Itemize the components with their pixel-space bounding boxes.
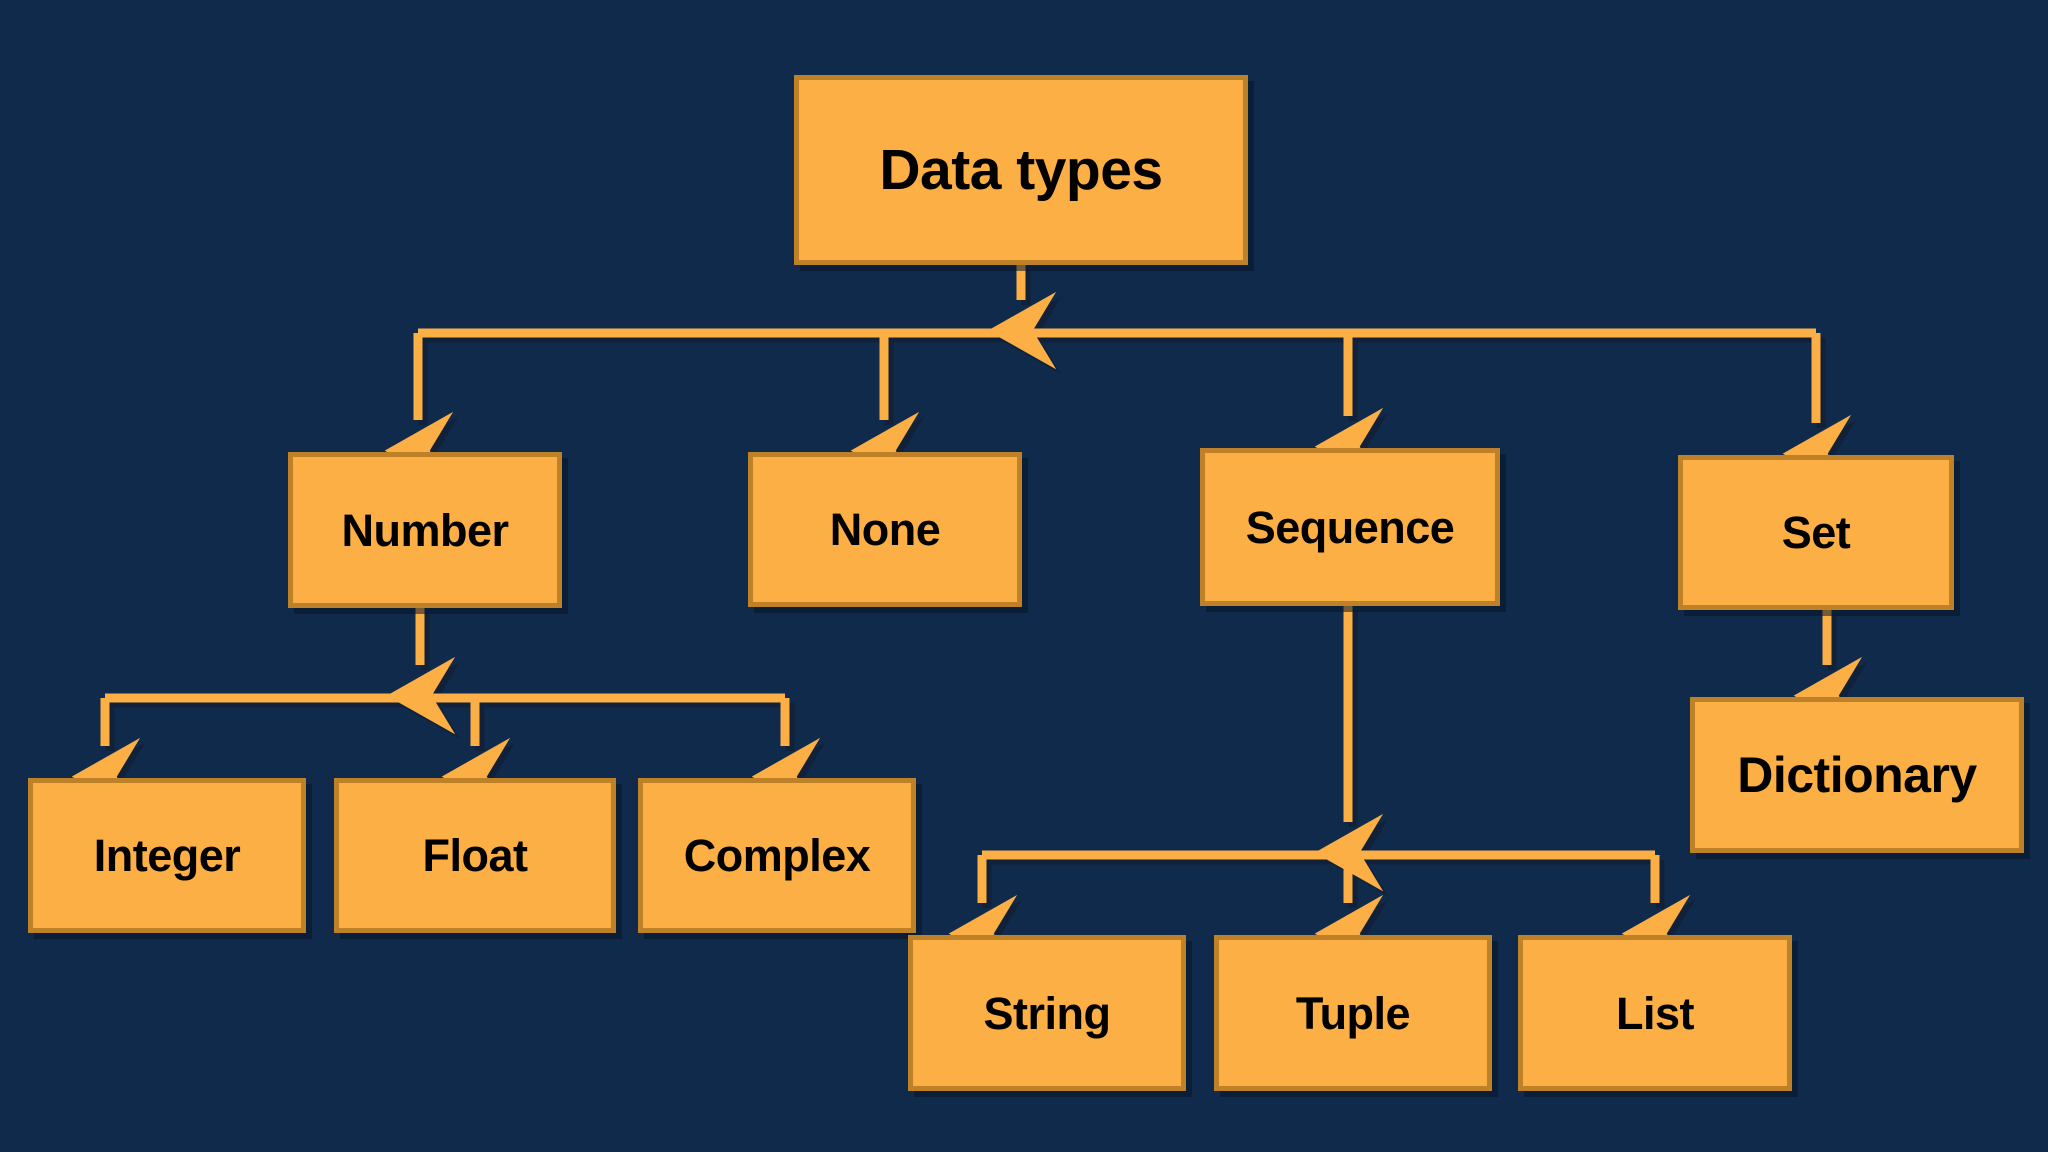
node-label: Number <box>341 504 509 556</box>
node-label: String <box>983 987 1112 1039</box>
node-complex[interactable]: Complex <box>638 778 916 933</box>
node-label: Complex <box>683 830 871 881</box>
node-label: List <box>1615 987 1695 1039</box>
node-label: None <box>829 504 941 555</box>
node-sequence[interactable]: Sequence <box>1200 448 1500 606</box>
node-label: Dictionary <box>1737 747 1977 803</box>
node-float[interactable]: Float <box>334 778 616 933</box>
node-data-types[interactable]: Data types <box>794 75 1248 265</box>
node-list[interactable]: List <box>1518 935 1792 1091</box>
node-label: Sequence <box>1245 501 1455 553</box>
node-dictionary[interactable]: Dictionary <box>1690 697 2024 853</box>
node-set[interactable]: Set <box>1678 455 1954 610</box>
node-tuple[interactable]: Tuple <box>1214 935 1492 1091</box>
node-label: Tuple <box>1295 987 1411 1039</box>
node-label: Float <box>422 830 529 881</box>
node-label: Set <box>1781 507 1851 558</box>
node-label: Integer <box>93 830 241 881</box>
node-integer[interactable]: Integer <box>28 778 306 933</box>
node-none[interactable]: None <box>748 452 1022 607</box>
node-string[interactable]: String <box>908 935 1186 1091</box>
node-label: Data types <box>879 137 1163 202</box>
node-number[interactable]: Number <box>288 452 562 608</box>
